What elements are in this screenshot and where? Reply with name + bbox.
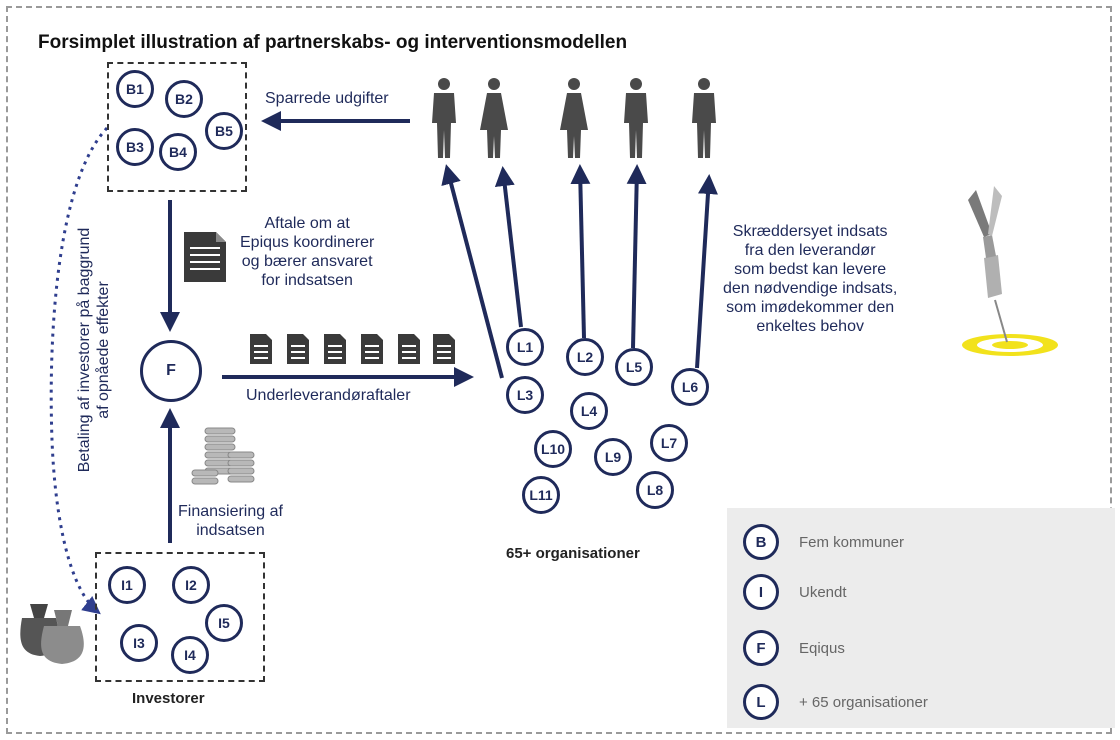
arrow-l3-person (441, 164, 504, 379)
node-i5: I5 (205, 604, 243, 642)
legend-text: Ukendt (799, 583, 847, 601)
payment-label: Betaling af investorer på baggrund af op… (76, 227, 112, 473)
legend-item-l: L + 65 organisationer (743, 682, 928, 722)
male-icon (624, 78, 648, 158)
node-l1: L1 (506, 328, 544, 366)
node-l2: L2 (566, 338, 604, 376)
node-l8: L8 (636, 471, 674, 509)
male-icon (692, 78, 716, 158)
arrow-l5-person (626, 164, 647, 349)
contract-icons (250, 334, 455, 364)
money-bag-icon (20, 604, 84, 664)
node-f: F (140, 340, 202, 402)
node-i1: I1 (108, 566, 146, 604)
node-l9: L9 (594, 438, 632, 476)
investors-label: Investorer (132, 690, 205, 707)
arrow-l2-person (570, 164, 591, 339)
agreement-label: Aftale om at Epiqus koordinerer og bærer… (240, 215, 375, 289)
node-b3: B3 (116, 128, 154, 166)
legend-panel: B Fem kommuner I Ukendt F Eqiqus L + 65 … (727, 508, 1115, 728)
dart-target-icon (962, 186, 1058, 356)
node-b1: B1 (116, 70, 154, 108)
investors-group (95, 552, 265, 682)
node-i4: I4 (171, 636, 209, 674)
organisations-label: 65+ organisationer (506, 545, 640, 562)
diagram-title: Forsimplet illustration af partnerskabs-… (38, 32, 628, 53)
node-b2: B2 (165, 80, 203, 118)
legend-item-f: F Eqiqus (743, 628, 845, 668)
legend-symbol: L (743, 684, 779, 720)
diagram-frame (6, 6, 1112, 734)
saved-costs-label: Sparrede udgifter (265, 90, 389, 107)
legend-item-b: B Fem kommuner (743, 522, 904, 562)
tailored-label: Skræddersyet indsats fra den leverandør … (723, 223, 898, 335)
people-group (432, 78, 716, 158)
node-l10: L10 (534, 430, 572, 468)
node-i2: I2 (172, 566, 210, 604)
node-l5: L5 (615, 348, 653, 386)
subcontracts-label: Underleverandøraftaler (246, 387, 411, 404)
legend-symbol: I (743, 574, 779, 610)
node-i3: I3 (120, 624, 158, 662)
legend-text: + 65 organisationer (799, 693, 928, 711)
arrow-l6-person (695, 174, 718, 369)
node-l7: L7 (650, 424, 688, 462)
node-b4: B4 (159, 133, 197, 171)
legend-symbol: F (743, 630, 779, 666)
legend-text: Fem kommuner (799, 533, 905, 551)
node-l6: L6 (671, 368, 709, 406)
arrow-l1-person (494, 166, 523, 328)
coins-icon (191, 427, 255, 485)
municipalities-group (107, 62, 247, 192)
female-icon (480, 78, 508, 158)
node-l4: L4 (570, 392, 608, 430)
node-l11: L11 (522, 476, 560, 514)
financing-label: Finansiering af indsatsen (178, 503, 283, 539)
female-icon (560, 78, 588, 158)
node-l3: L3 (506, 376, 544, 414)
legend-text: Eqiqus (799, 639, 845, 657)
legend-item-i: I Ukendt (743, 572, 847, 612)
document-icon (184, 232, 226, 282)
legend-symbol: B (743, 524, 779, 560)
node-b5: B5 (205, 112, 243, 150)
male-icon (432, 78, 456, 158)
